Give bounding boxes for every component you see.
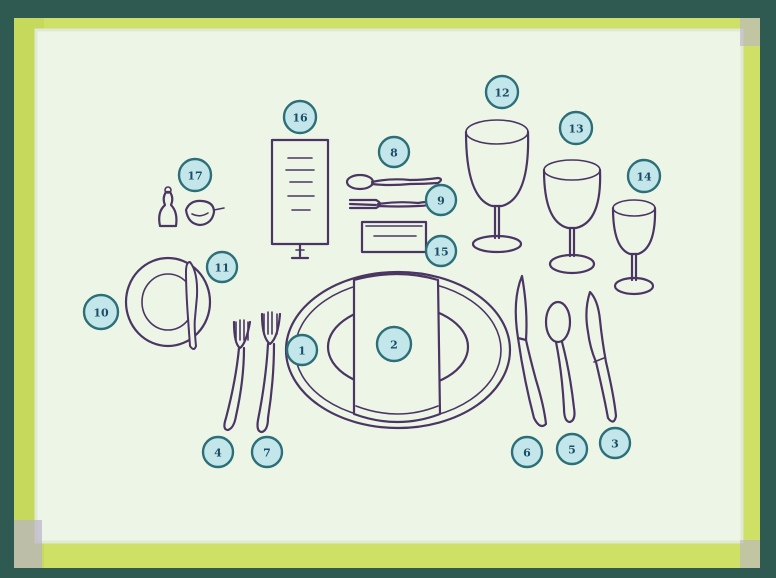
label-badge-4: 4 [203,437,233,467]
svg-text:8: 8 [390,147,398,160]
label-badge-3: 3 [600,428,630,458]
svg-text:13: 13 [568,123,583,136]
label-badge-9: 9 [426,185,456,215]
label-badge-14: 14 [628,160,660,192]
svg-text:3: 3 [611,438,619,451]
label-badge-10: 10 [84,295,118,329]
label-badge-5: 5 [557,434,587,464]
svg-text:2: 2 [390,339,398,352]
label-badge-12: 12 [486,76,518,108]
label-badge-11: 11 [207,252,237,282]
svg-text:11: 11 [214,262,229,275]
label-badge-6: 6 [512,437,542,467]
label-badge-15: 15 [426,236,456,266]
label-badge-13: 13 [560,112,592,144]
svg-text:5: 5 [568,444,576,457]
label-badge-17: 17 [179,159,211,191]
svg-text:10: 10 [93,307,109,320]
svg-text:7: 7 [263,447,271,460]
svg-text:6: 6 [523,447,531,460]
svg-text:9: 9 [437,195,445,208]
label-badge-1: 1 [287,335,317,365]
label-badge-8: 8 [379,137,409,167]
svg-text:15: 15 [433,246,448,259]
label-badge-7: 7 [252,437,282,467]
svg-text:16: 16 [292,112,308,125]
svg-text:17: 17 [187,170,202,183]
svg-text:1: 1 [298,345,306,358]
label-badge-2: 2 [377,327,411,361]
label-badge-16: 16 [284,101,316,133]
svg-text:14: 14 [636,171,652,184]
svg-text:4: 4 [214,447,222,460]
svg-text:12: 12 [494,87,509,100]
